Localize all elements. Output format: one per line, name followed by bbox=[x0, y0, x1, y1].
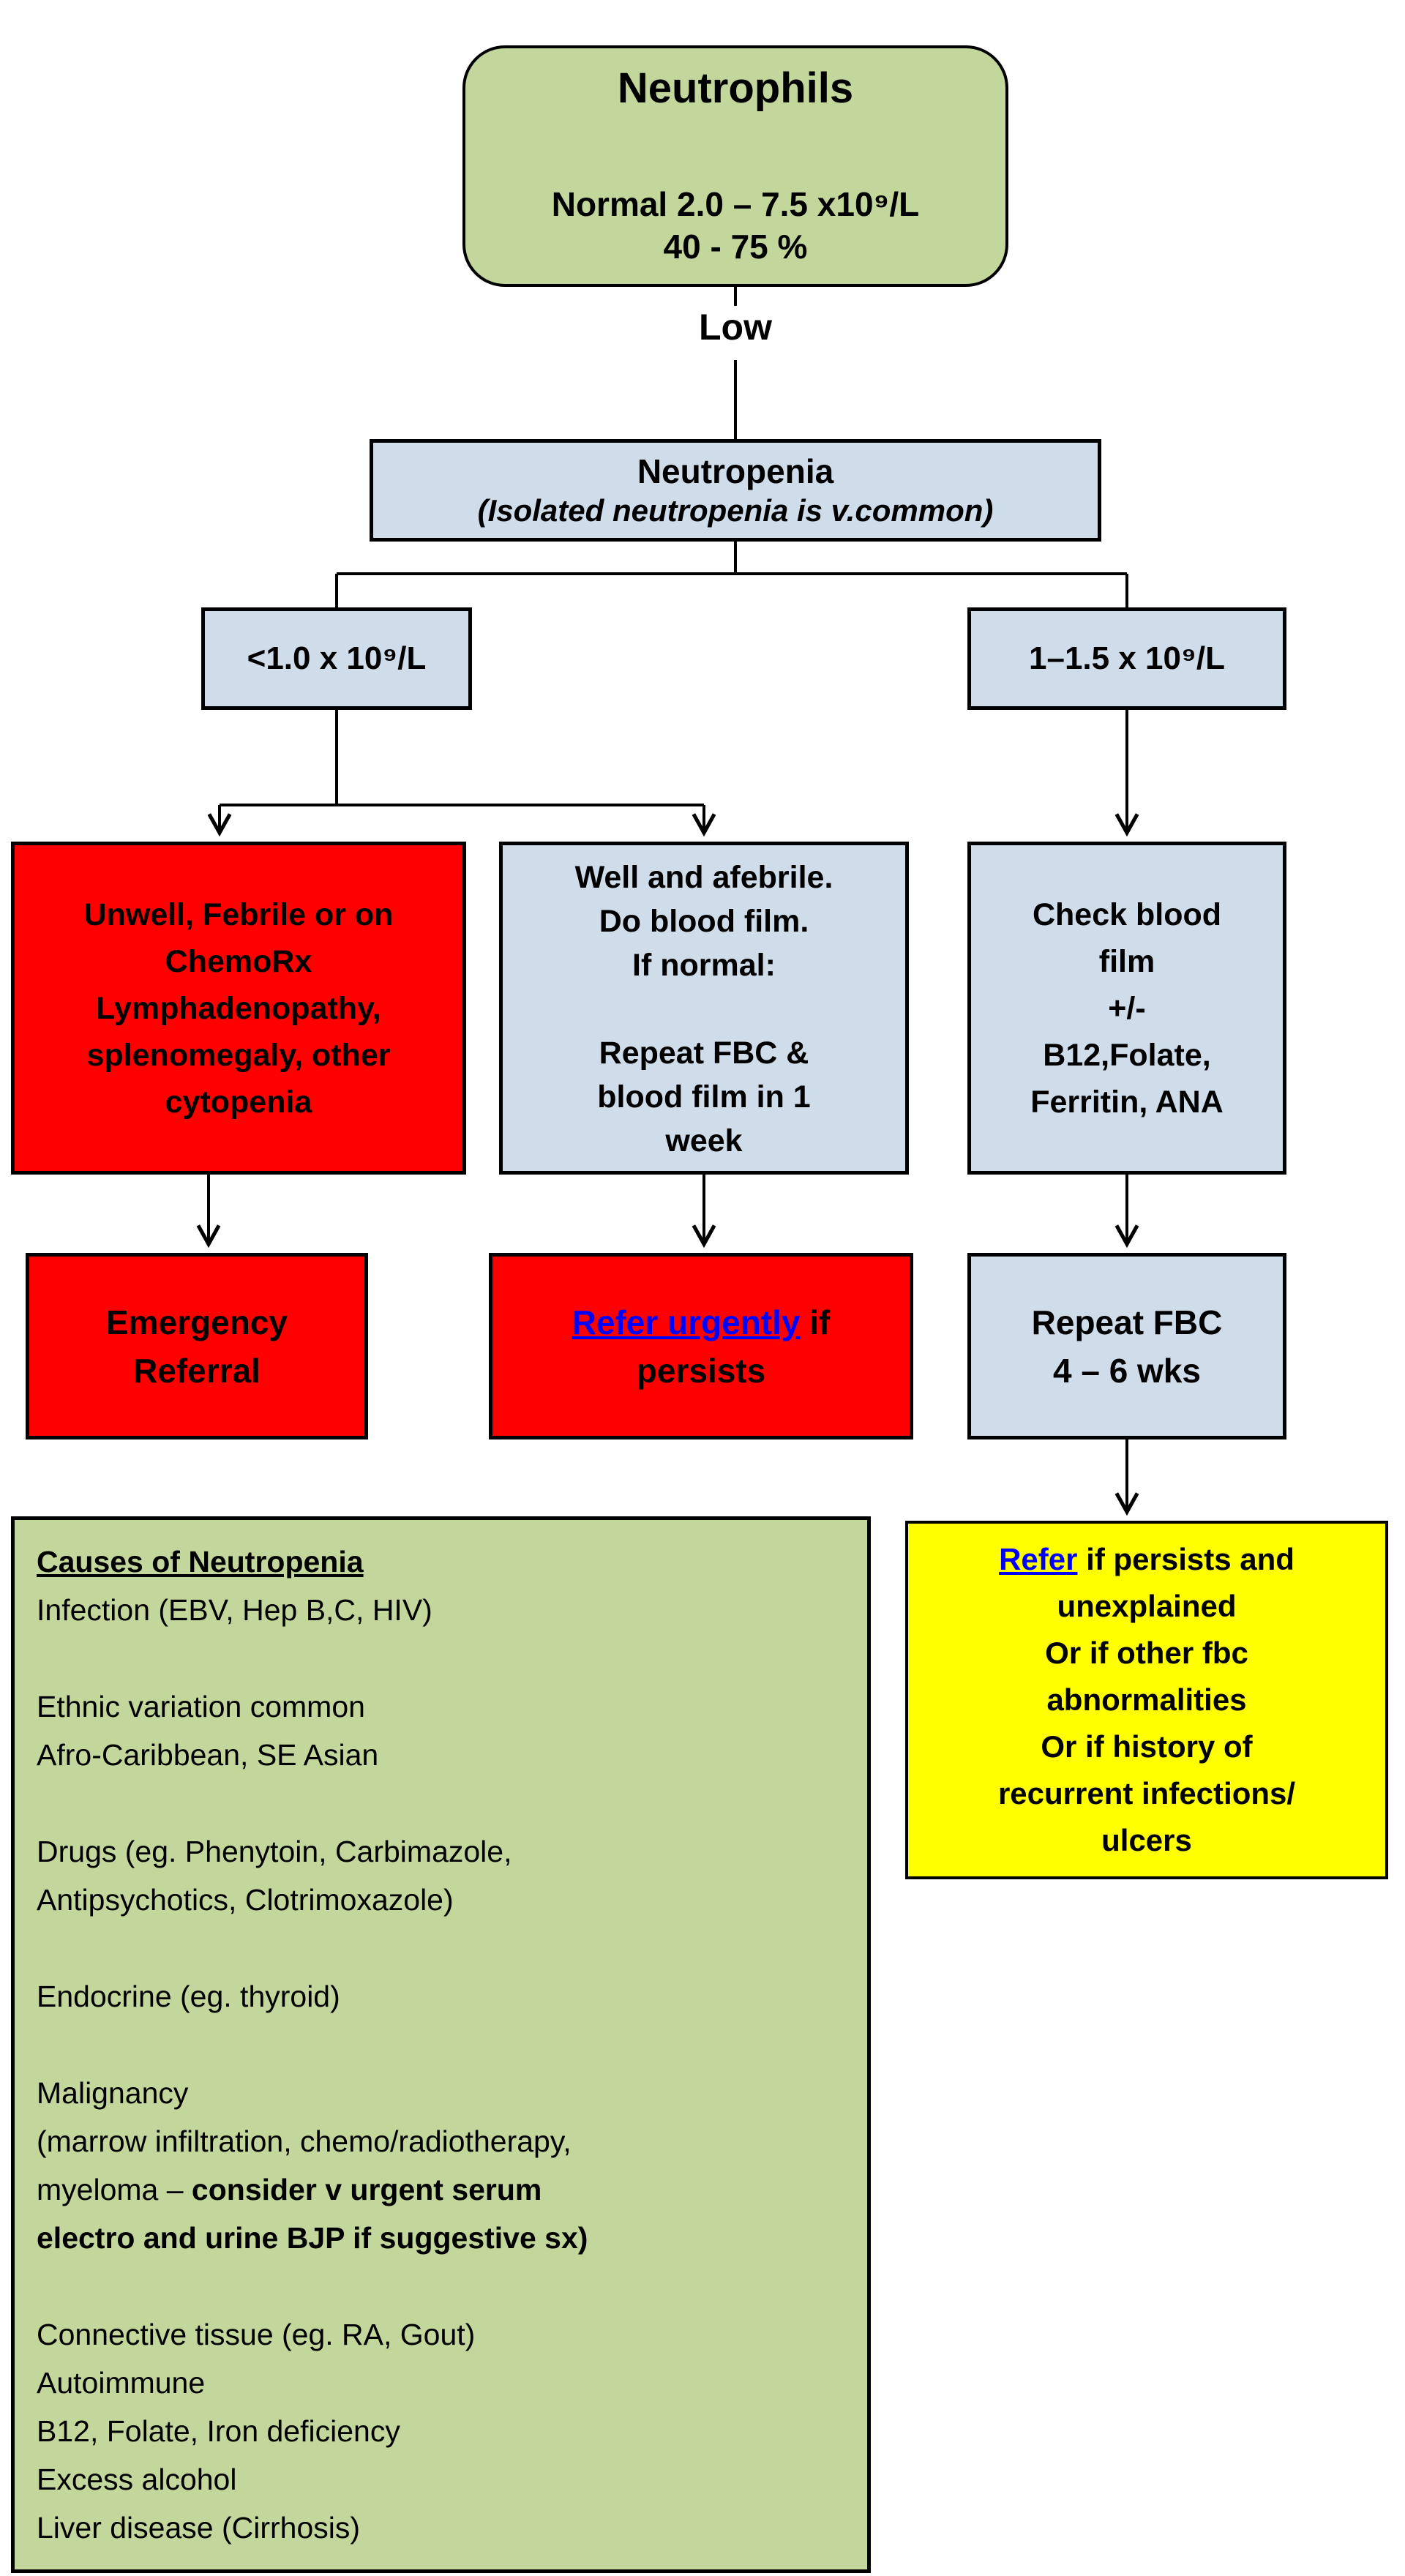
text-segment: Autoimmune bbox=[37, 2366, 206, 2400]
text-segment: B12,Folate, bbox=[1043, 1037, 1211, 1073]
text-segment: Referral bbox=[133, 1351, 261, 1390]
text-segment: electro and urine BJP if suggestive sx) bbox=[37, 2221, 588, 2255]
text-segment: consider v urgent serum bbox=[191, 2173, 542, 2206]
text-segment: Normal 2.0 – 7.5 x10⁹/L bbox=[551, 185, 920, 223]
text-segment: cytopenia bbox=[165, 1084, 312, 1120]
text-segment: ulcers bbox=[1101, 1823, 1192, 1857]
text-segment: Repeat FBC & bbox=[599, 1036, 809, 1071]
text-segment: persists bbox=[636, 1351, 766, 1390]
neutropenia-box: Neutropenia (Isolated neutropenia is v.c… bbox=[370, 439, 1101, 542]
text-segment: film bbox=[1098, 943, 1155, 979]
text-segment: B12, Folate, Iron deficiency bbox=[37, 2414, 400, 2448]
text-segment: recurrent infections/ bbox=[997, 1776, 1296, 1811]
refer-urgently-box: Refer urgently if persists bbox=[489, 1253, 913, 1439]
text-segment: if bbox=[800, 1303, 831, 1341]
text-segment: week bbox=[665, 1123, 743, 1158]
refer-link[interactable]: Refer bbox=[999, 1542, 1078, 1576]
text-segment: If normal: bbox=[632, 948, 776, 983]
text-segment: Emergency bbox=[105, 1303, 288, 1341]
text-segment: unexplained bbox=[1057, 1589, 1237, 1623]
text-segment: Antipsychotics, Clotrimoxazole) bbox=[37, 1883, 454, 1917]
threshold-under-1-box: <1.0 x 10⁹/L bbox=[201, 607, 472, 710]
threshold-1-to-1-5-label: 1–1.5 x 10⁹/L bbox=[1029, 640, 1225, 676]
text-segment: 40 - 75 % bbox=[663, 228, 808, 266]
neutrophils-box: Neutrophils Normal 2.0 – 7.5 x10⁹/L 40 - … bbox=[462, 45, 1008, 287]
text-segment: Repeat FBC bbox=[1031, 1303, 1223, 1341]
text-segment: if persists and bbox=[1077, 1542, 1295, 1576]
text-segment: Ferritin, ANA bbox=[1030, 1084, 1224, 1120]
text-segment: blood film in 1 bbox=[597, 1079, 811, 1115]
text-segment: 4 – 6 wks bbox=[1052, 1351, 1202, 1390]
text-segment: splenomegaly, other bbox=[86, 1037, 391, 1073]
connector-under1-split bbox=[220, 710, 704, 806]
causes-heading: Causes of Neutropenia bbox=[37, 1545, 364, 1579]
text-segment: Well and afebrile. bbox=[574, 860, 833, 895]
text-segment: Drugs (eg. Phenytoin, Carbimazole, bbox=[37, 1835, 512, 1868]
neutrophils-title: Neutrophils bbox=[617, 64, 854, 112]
neutropenia-title: Neutropenia bbox=[637, 452, 834, 490]
text-segment: Or if history of bbox=[1041, 1729, 1253, 1764]
threshold-under-1-label: <1.0 x 10⁹/L bbox=[247, 640, 427, 676]
text-segment: +/- bbox=[1108, 990, 1146, 1026]
text-segment: (marrow infiltration, chemo/radiotherapy… bbox=[37, 2124, 572, 2158]
neutrophils-normal-range: Normal 2.0 – 7.5 x10⁹/L 40 - 75 % bbox=[552, 183, 920, 268]
text-segment: Excess alcohol bbox=[37, 2463, 237, 2496]
refer-urgently-link[interactable]: Refer urgently bbox=[572, 1303, 801, 1341]
connector-neutropenia-split bbox=[335, 542, 1128, 607]
text-segment: Do blood film. bbox=[599, 904, 809, 939]
text-segment: Check blood bbox=[1032, 896, 1222, 932]
text-segment: Ethnic variation common bbox=[37, 1690, 365, 1723]
text-segment: Or if other fbc bbox=[1045, 1636, 1248, 1670]
text-segment: Unwell, Febrile or on bbox=[83, 896, 394, 932]
text-segment: myeloma – bbox=[37, 2173, 192, 2206]
repeat-fbc-box: Repeat FBC 4 – 6 wks bbox=[967, 1253, 1286, 1439]
refer-followup-box: Refer if persists and unexplained Or if ot… bbox=[905, 1521, 1388, 1879]
text-segment: Lymphadenopathy, bbox=[96, 990, 381, 1026]
check-blood-film-box: Check blood film +/- B12,Folate, Ferritin, A… bbox=[967, 842, 1286, 1175]
text-segment: Malignancy bbox=[37, 2076, 189, 2110]
text-segment: Infection (EBV, Hep B,C, HIV) bbox=[37, 1593, 432, 1627]
text-segment: Liver disease (Cirrhosis) bbox=[37, 2511, 361, 2545]
text-segment: ChemoRx bbox=[165, 943, 312, 979]
text-segment: Afro-Caribbean, SE Asian bbox=[37, 1738, 379, 1772]
low-label: Low bbox=[699, 307, 772, 348]
text-segment: Connective tissue (eg. RA, Gout) bbox=[37, 2318, 476, 2351]
threshold-1-to-1-5-box: 1–1.5 x 10⁹/L bbox=[967, 607, 1286, 710]
neutropenia-subtitle: (Isolated neutropenia is v.common) bbox=[477, 493, 994, 528]
text-segment: Endocrine (eg. thyroid) bbox=[37, 1980, 340, 2013]
text-segment: abnormalities bbox=[1046, 1682, 1247, 1717]
well-afebrile-box: Well and afebrile. Do blood film. If norma… bbox=[499, 842, 909, 1175]
